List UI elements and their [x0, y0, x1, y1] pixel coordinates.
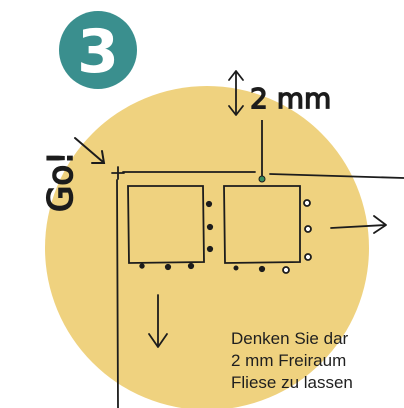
step-badge-circle: [59, 11, 137, 89]
gap-point: [258, 175, 266, 183]
arrow-down-icon: [148, 294, 168, 348]
tile-2: [223, 185, 312, 274]
step-badge: 3: [59, 11, 137, 89]
step-number: 3: [77, 17, 119, 87]
diagonal-arrow-icon: [74, 137, 106, 164]
gap-label: 2 mm: [250, 82, 331, 115]
go-label: Go!: [41, 151, 81, 212]
note-line-2: 2 mm Freiraum: [231, 351, 347, 370]
arrow-right-icon: [330, 215, 387, 234]
plus-marker-icon: [111, 166, 125, 180]
note-line-1: Denken Sie dar: [231, 329, 349, 348]
background-circle: [45, 86, 369, 408]
horizontal-guide-line: [122, 171, 404, 179]
double-arrow-vertical-icon: [228, 70, 244, 116]
reminder-note: Denken Sie dar 2 mm Freiraum Fliese zu l…: [231, 328, 404, 394]
note-line-3: Fliese zu lassen: [231, 373, 353, 392]
tile-1: [127, 185, 214, 271]
vertical-guide-line: [116, 179, 119, 408]
